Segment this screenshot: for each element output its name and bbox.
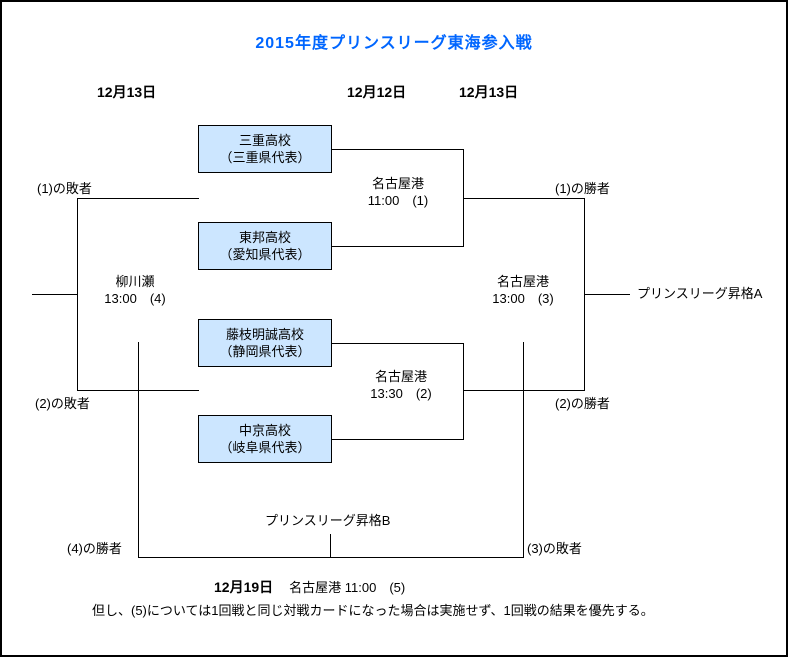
bracket-line-match1-winner-out [463,198,584,199]
match2-info: 名古屋港 13:30 (2) [341,368,461,402]
bracket-line-team1-out [332,149,463,150]
bracket-line-promotion-b-connector [330,534,331,557]
bracket-line-team4-out [332,439,463,440]
team-representative: （三重県代表） [219,150,311,165]
bracket-line-team2-out [332,246,463,247]
page-title: 2015年度プリンスリーグ東海参入戦 [255,35,533,52]
bracket-line-match4-vertical [77,198,78,391]
match5-venue-time: 名古屋港 11:00 (5) [289,580,406,595]
team-name: 東邦高校 [238,230,291,245]
match3-time: 13:00 (3) [492,291,554,306]
bracket-line-match4-winner-out [32,294,77,295]
bracket-line-match2-vertical [463,343,464,440]
team-name: 藤枝明誠高校 [225,327,304,342]
label-loser-of-match1: (1)の敗者 [37,181,92,196]
label-winner-of-match1: (1)の勝者 [555,181,610,196]
team-representative: （静岡県代表） [219,344,311,359]
match4-info: 柳川瀬 13:00 (4) [75,273,195,307]
bracket-line-promotion-a-out [584,294,630,295]
match1-time: 11:00 (1) [367,193,429,208]
label-promotion-b: プリンスリーグ昇格B [265,513,391,528]
label-loser-of-match2: (2)の敗者 [35,396,90,411]
team-box-chukyo: 中京高校 （岐阜県代表） [198,415,332,463]
team-box-fujieda-meisei: 藤枝明誠高校 （静岡県代表） [198,319,332,367]
match4-venue: 柳川瀬 [115,274,155,289]
team-box-mie: 三重高校 （三重県代表） [198,125,332,173]
date-header-right: 12月13日 [459,84,519,100]
bracket-line-loser3-descent [523,342,524,557]
match2-venue: 名古屋港 [374,369,427,384]
team-name: 三重高校 [238,133,291,148]
team-representative: （愛知県代表） [219,247,311,262]
team-box-toho: 東邦高校 （愛知県代表） [198,222,332,270]
bracket-line-match5-horizontal [138,557,524,558]
footnote: 但し、(5)については1回戦と同じ対戦カードになった場合は実施せず、1回戦の結果… [92,603,654,618]
team-representative: （岐阜県代表） [219,440,311,455]
match1-info: 名古屋港 11:00 (1) [338,175,458,209]
date-header-left: 12月13日 [97,84,157,100]
match4-time: 13:00 (4) [104,291,166,306]
team-name: 中京高校 [238,423,291,438]
label-winner-of-match4: (4)の勝者 [67,541,122,556]
bracket-line-winner4-descent [138,342,139,557]
label-winner-of-match2: (2)の勝者 [555,396,610,411]
match5-info: 12月19日名古屋港 11:00 (5) [214,577,405,597]
label-loser-of-match3: (3)の敗者 [527,541,582,556]
match3-info: 名古屋港 13:00 (3) [463,273,583,307]
date-header-middle: 12月12日 [347,84,407,100]
match5-date: 12月19日 [214,579,274,595]
match3-venue: 名古屋港 [496,274,549,289]
bracket-line-loser1-in [77,198,199,199]
bracket-line-team3-out [332,343,463,344]
match2-time: 13:30 (2) [370,386,432,401]
match1-venue: 名古屋港 [371,176,424,191]
label-promotion-a: プリンスリーグ昇格A [637,286,763,301]
